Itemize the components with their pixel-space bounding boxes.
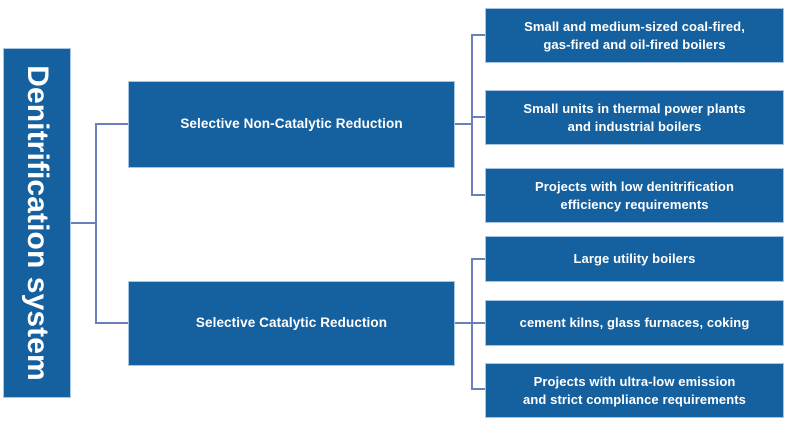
- leaf-node-line-1: cement kilns, glass furnaces, coking: [519, 315, 750, 331]
- leaf-node-low-denitrification-efficiency[interactable]: Projects with low denitrification effici…: [485, 168, 784, 223]
- branch-node-label: Selective Catalytic Reduction: [195, 315, 388, 331]
- leaf-node-text: Small and medium-sized coal-fired, gas-f…: [524, 18, 745, 53]
- leaf-node-line-2: gas-fired and oil-fired boilers: [543, 36, 726, 52]
- leaf-node-line-1: Projects with ultra-low emission: [533, 373, 736, 389]
- leaf-node-text: Small units in thermal power plants and …: [523, 100, 745, 135]
- branch-node-selective-catalytic-reduction[interactable]: Selective Catalytic Reduction: [128, 281, 455, 366]
- connector-scr-to-leaf-4: [471, 258, 485, 260]
- leaf-node-line-2: and industrial boilers: [567, 118, 702, 134]
- leaf-node-line-2: and strict compliance requirements: [522, 391, 747, 407]
- connector-scr-stem: [455, 322, 473, 324]
- leaf-node-small-medium-boilers[interactable]: Small and medium-sized coal-fired, gas-f…: [485, 8, 784, 63]
- leaf-node-line-1: Small units in thermal power plants: [523, 100, 746, 116]
- root-node-label: Denitrification system: [21, 65, 54, 381]
- leaf-node-line-2: efficiency requirements: [560, 196, 709, 212]
- leaf-node-line-1: Small and medium-sized coal-fired,: [524, 18, 745, 34]
- connector-root-stem: [71, 222, 97, 224]
- connector-scr-vertical-up: [471, 258, 473, 322]
- connector-root-to-scr: [95, 322, 128, 324]
- leaf-node-small-units-thermal-power[interactable]: Small units in thermal power plants and …: [485, 90, 784, 145]
- connector-scr-to-leaf-6: [471, 388, 485, 390]
- leaf-node-line-1: Projects with low denitrification: [534, 178, 735, 194]
- leaf-node-text: cement kilns, glass furnaces, coking: [520, 314, 750, 332]
- root-node-denitrification-system[interactable]: Denitrification system: [3, 48, 71, 398]
- connector-sncr-to-leaf-3: [471, 194, 485, 196]
- connector-sncr-vertical-down: [471, 123, 473, 196]
- leaf-node-ultra-low-emission-strict-compliance[interactable]: Projects with ultra-low emission and str…: [485, 363, 784, 418]
- leaf-node-cement-kilns-glass-furnaces-coking[interactable]: cement kilns, glass furnaces, coking: [485, 300, 784, 346]
- connector-sncr-to-leaf-2: [471, 116, 485, 118]
- connector-sncr-to-leaf-1: [471, 34, 485, 36]
- leaf-node-text: Large utility boilers: [573, 250, 695, 268]
- connector-sncr-stem: [455, 123, 473, 125]
- connector-root-vertical-down: [95, 222, 97, 323]
- connector-root-to-sncr: [95, 123, 128, 125]
- branch-node-label: Selective Non-Catalytic Reduction: [180, 116, 403, 132]
- connector-sncr-vertical-up: [471, 34, 473, 123]
- leaf-node-text: Projects with ultra-low emission and str…: [523, 373, 746, 408]
- branch-node-selective-non-catalytic-reduction[interactable]: Selective Non-Catalytic Reduction: [128, 81, 455, 168]
- connector-scr-vertical-down: [471, 322, 473, 389]
- leaf-node-line-1: Large utility boilers: [573, 251, 696, 267]
- leaf-node-large-utility-boilers[interactable]: Large utility boilers: [485, 236, 784, 282]
- connector-root-vertical-up: [95, 123, 97, 224]
- connector-scr-to-leaf-5: [471, 322, 485, 324]
- leaf-node-text: Projects with low denitrification effici…: [535, 178, 734, 213]
